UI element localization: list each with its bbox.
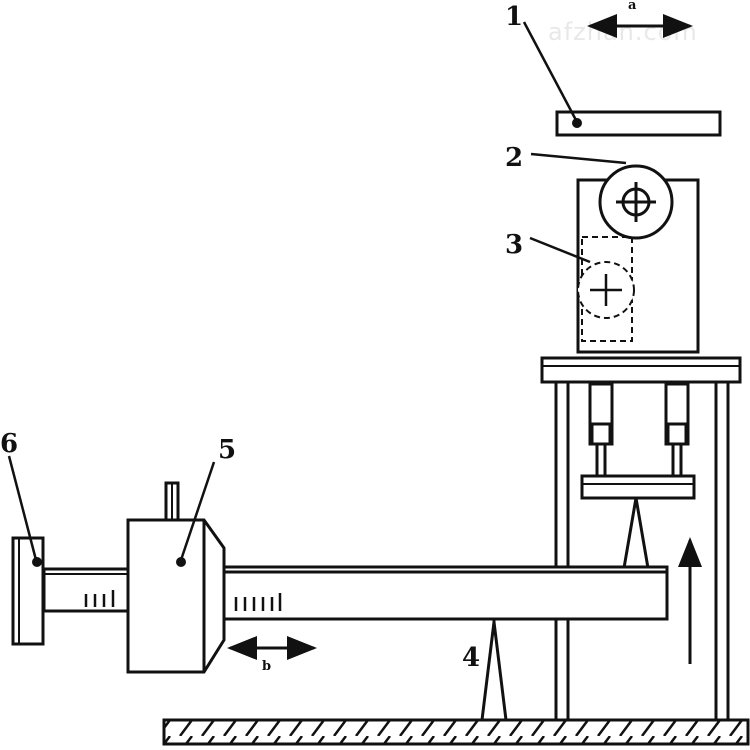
part-label-2: 2 [505, 143, 523, 173]
watermark-text: afzhan.com [548, 18, 698, 46]
leader-lines [7, 21, 627, 561]
part-label-3: 3 [505, 230, 523, 260]
specimen-beam [220, 565, 669, 621]
ground-base [162, 718, 750, 746]
press-cylinders [580, 382, 696, 500]
motion-label-a: a [628, 0, 637, 13]
motion-label-b: b [262, 659, 271, 674]
motion-arrow-a: a [587, 0, 693, 38]
lower-roller [577, 236, 635, 342]
upper-roller [598, 164, 674, 240]
part-label-1: 1 [505, 2, 523, 32]
sliding-top-plate [555, 110, 722, 137]
part-label-5: 5 [218, 435, 236, 465]
part-label-4: 4 [462, 643, 480, 673]
left-shaft [42, 567, 130, 613]
sliding-carriage [126, 481, 226, 674]
support-frame [540, 356, 742, 720]
lower-knife-edge [480, 619, 508, 722]
part-label-6: 6 [0, 429, 18, 459]
upper-knife-edge [622, 497, 650, 570]
beam-scale-ticks [234, 593, 282, 611]
motion-arrow-b: b [227, 636, 317, 674]
end-cap [11, 536, 45, 646]
